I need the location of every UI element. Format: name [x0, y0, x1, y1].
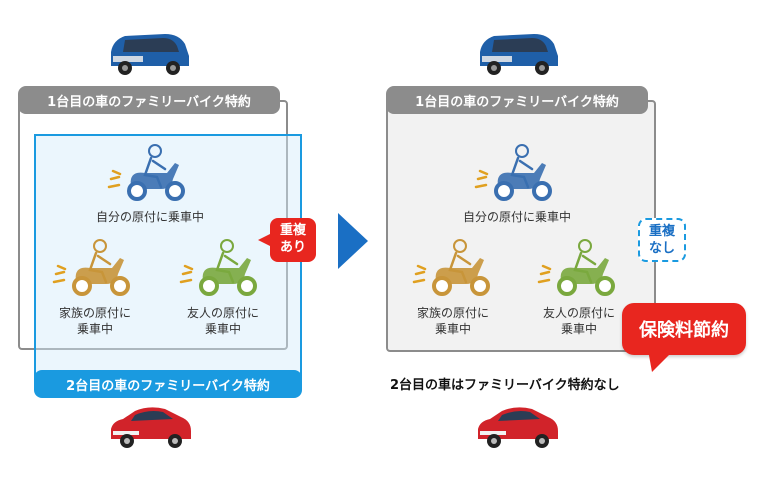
policy1-region-right — [386, 100, 656, 352]
friend-bike-rider-icon-right — [535, 238, 625, 298]
savings-callout: 保険料節約 — [622, 303, 746, 355]
overlap-badge-right: 重複 なし — [638, 218, 686, 262]
overlap-badge-line1-right: 重複 — [648, 224, 675, 239]
car2-left-icon — [105, 403, 195, 449]
car2-right-icon — [472, 403, 562, 449]
overlap-badge-line2-right: なし — [648, 241, 675, 256]
friend-bike-label-line2-right: 乗車中 — [560, 322, 597, 336]
family-bike-label-line2-right: 乗車中 — [434, 322, 471, 336]
family-bike-label-line1-right: 家族の原付に — [416, 306, 489, 320]
car1-left-icon — [103, 30, 193, 76]
family-bike-rider-icon-left — [50, 238, 140, 298]
savings-callout-tail — [648, 350, 674, 372]
car1-right-icon — [472, 30, 562, 76]
savings-callout-text: 保険料節約 — [639, 320, 729, 341]
overlap-badge-line2-left: あり — [279, 240, 306, 255]
friend-bike-label-line1-right: 友人の原付に — [542, 306, 615, 320]
overlap-badge-pointer-left — [258, 233, 272, 247]
overlap-badge-left: 重複 あり — [270, 218, 316, 262]
policy1-region-left — [18, 100, 288, 350]
own-bike-rider-icon-left — [105, 143, 195, 203]
family-bike-label-line1-left: 家族の原付に — [58, 306, 131, 320]
own-bike-rider-icon-right — [472, 143, 562, 203]
own-bike-label-right: 自分の原付に乗車中 — [462, 210, 571, 224]
friend-bike-label-line2-left: 乗車中 — [204, 322, 241, 336]
friend-bike-rider-icon-left — [177, 238, 267, 298]
friend-bike-label-line1-left: 友人の原付に — [186, 306, 259, 320]
no-rider-text: 2台目の車はファミリーバイク特約なし — [390, 378, 620, 393]
policy2-label-left: 2台目の車のファミリーバイク特約 — [34, 370, 302, 398]
family-bike-label-line2-left: 乗車中 — [76, 322, 113, 336]
family-bike-rider-icon-right — [410, 238, 500, 298]
policy1-label-right: 1台目の車のファミリーバイク特約 — [386, 86, 648, 114]
own-bike-label-left: 自分の原付に乗車中 — [95, 210, 204, 224]
policy1-label-left: 1台目の車のファミリーバイク特約 — [18, 86, 280, 114]
right-arrow-icon — [338, 213, 368, 269]
overlap-badge-line1-left: 重複 — [279, 223, 306, 238]
